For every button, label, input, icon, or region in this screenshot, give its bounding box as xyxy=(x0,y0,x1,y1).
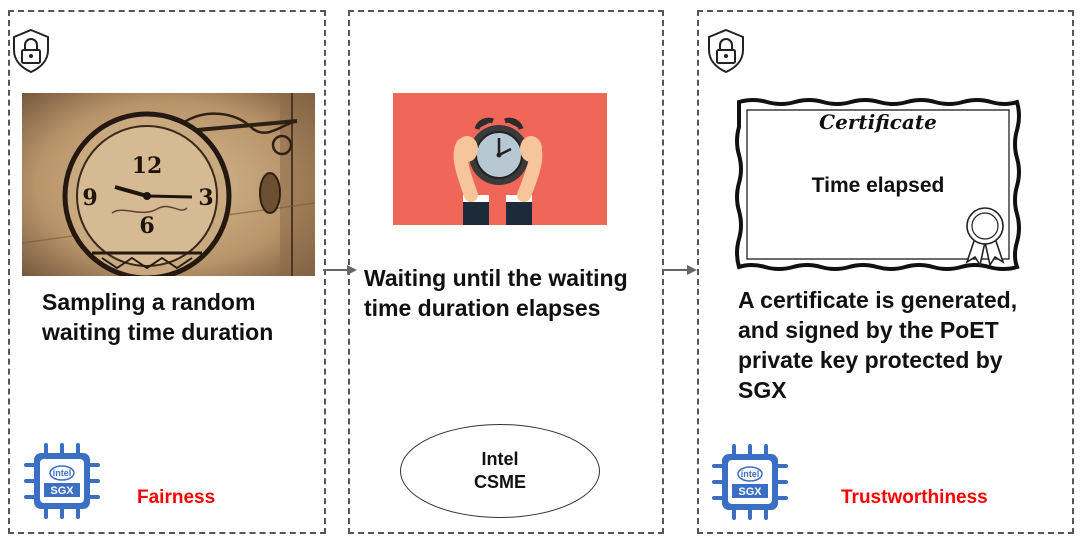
step-text-sampling: Sampling a random waiting time duration xyxy=(42,289,274,345)
vintage-clock-photo: 12 9 3 6 xyxy=(22,93,315,276)
chip-brand-label: intel xyxy=(53,468,72,478)
step-text-certificate: A certificate is generated, and signed b… xyxy=(738,287,1018,403)
step-panel-sampling xyxy=(8,10,326,534)
arrow-right-icon xyxy=(323,265,357,275)
alarm-clock-icon xyxy=(393,93,607,225)
fairness-label: Fairness xyxy=(137,487,216,508)
sgx-chip-icon: intel SGX xyxy=(712,444,788,520)
clock-number-6: 6 xyxy=(139,213,154,239)
chip-tech-label: SGX xyxy=(738,486,762,498)
clock-number-12: 12 xyxy=(132,153,163,179)
certificate-title: Certificate xyxy=(819,110,937,134)
certificate-body-text: Time elapsed xyxy=(811,174,945,197)
csme-line-intel: Intel xyxy=(481,449,519,469)
certificate-image: Certificate Time elapsed xyxy=(733,96,1023,273)
shield-lock-icon xyxy=(13,28,49,74)
seal-ribbon-icon xyxy=(965,207,1005,266)
intel-csme-ellipse: Intel CSME xyxy=(400,424,600,518)
step-text-waiting: Waiting until the waiting time duration … xyxy=(364,265,628,321)
chip-tech-label: SGX xyxy=(50,485,74,497)
certificate-frame xyxy=(735,98,1021,271)
sgx-chip-icon: intel SGX xyxy=(24,443,100,519)
csme-line-csme: CSME xyxy=(473,472,526,492)
clock-number-3: 3 xyxy=(198,185,213,211)
trustworthiness-label: Trustworthiness xyxy=(841,487,988,508)
clock-number-9: 9 xyxy=(82,185,97,211)
chip-brand-label: intel xyxy=(741,469,760,479)
shield-lock-icon xyxy=(708,28,744,74)
step-panel-certificate xyxy=(697,10,1074,534)
arrow-right-icon xyxy=(663,265,697,275)
